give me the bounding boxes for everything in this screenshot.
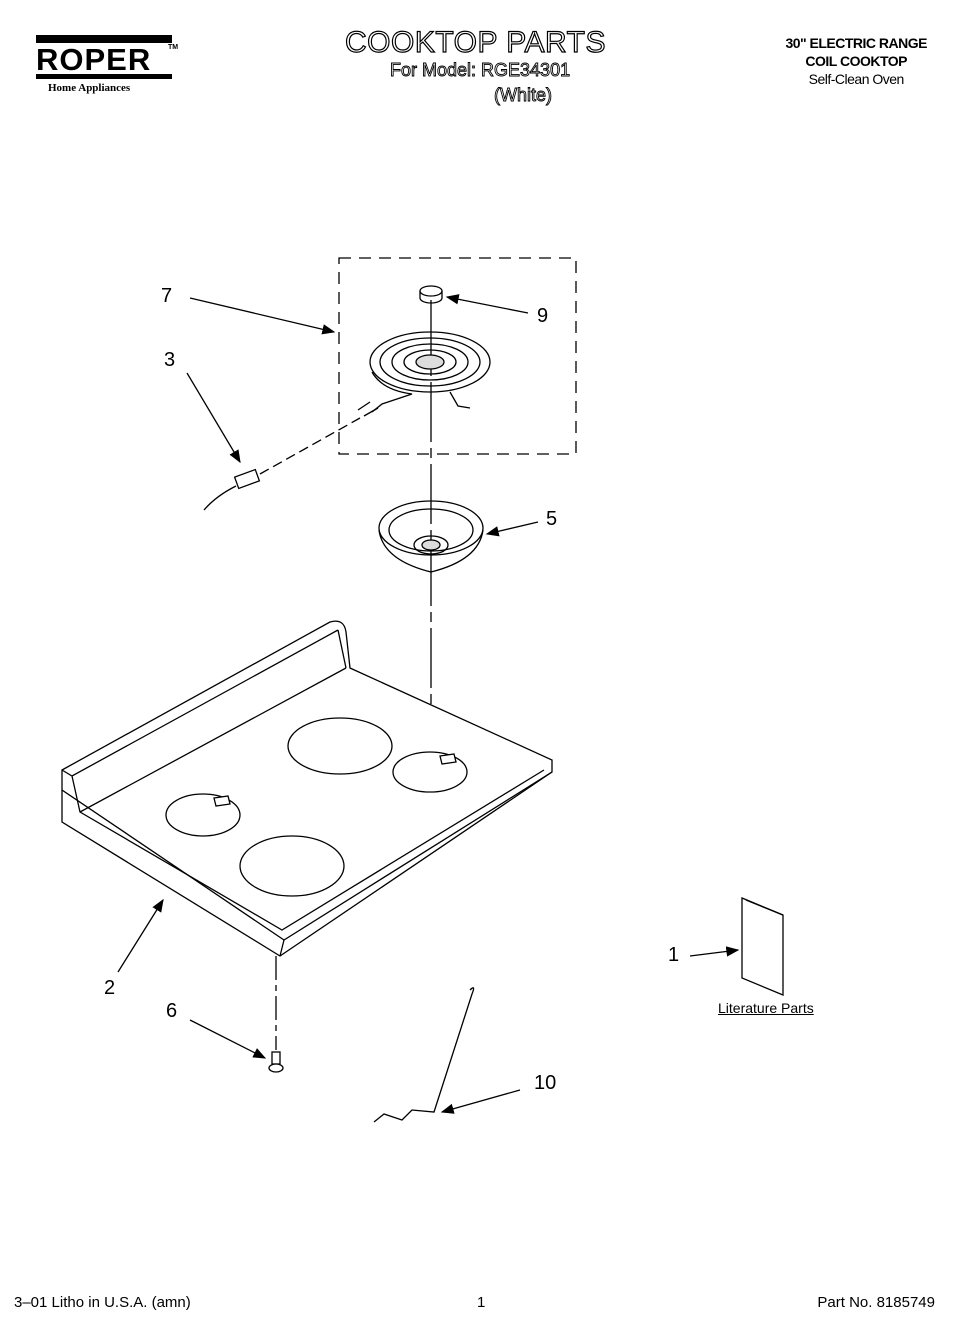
leader-2 [117,898,164,973]
product-description: 30" ELECTRIC RANGE COIL COOKTOP Self-Cle… [785,34,927,88]
callout-3: 3 [164,349,176,371]
leader-9 [445,294,529,314]
callout-7: 7 [161,285,173,307]
part-7-surface-element [357,331,491,417]
leader-5 [485,521,539,537]
product-line-2: COIL COOKTOP [805,53,908,69]
page-number: 1 [477,1294,486,1311]
leader-1 [689,946,740,957]
product-line-1: 30" ELECTRIC RANGE [785,35,927,51]
part-9-knob [419,285,443,304]
brand-subtitle: Home Appliances [48,82,131,94]
part-5-drip-bowl [378,500,484,573]
model-color: (White) [494,85,553,106]
part-10-wire [373,987,475,1123]
trademark: TM [168,44,179,51]
literature-parts-label: Literature Parts [718,1000,814,1016]
leader-6 [189,1019,267,1059]
leader-3 [186,372,241,464]
brand-name: ROPER [36,42,152,77]
part-6-screw [268,1051,284,1073]
callout-5: 5 [546,508,558,530]
callout-10: 10 [534,1072,557,1094]
model-line: For Model: RGE34301 [390,60,571,81]
logo-bar-top [36,35,172,43]
callout-9: 9 [537,305,549,327]
callout-1: 1 [668,944,680,966]
callout-2: 2 [104,977,116,999]
part-number: Part No. 8185749 [817,1294,935,1311]
part-3-terminal-block [203,417,361,511]
footer-litho: 3–01 Litho in U.S.A. (amn) [14,1294,191,1311]
element-assembly-box [338,257,577,455]
part-2-cooktop [61,620,553,957]
logo-bar-bottom [36,74,172,79]
leader-10 [440,1089,521,1114]
product-line-3: Self-Clean Oven [808,71,905,87]
callout-6: 6 [166,1000,178,1022]
page-title: COOKTOP PARTS [344,25,607,59]
leader-7 [189,297,336,335]
